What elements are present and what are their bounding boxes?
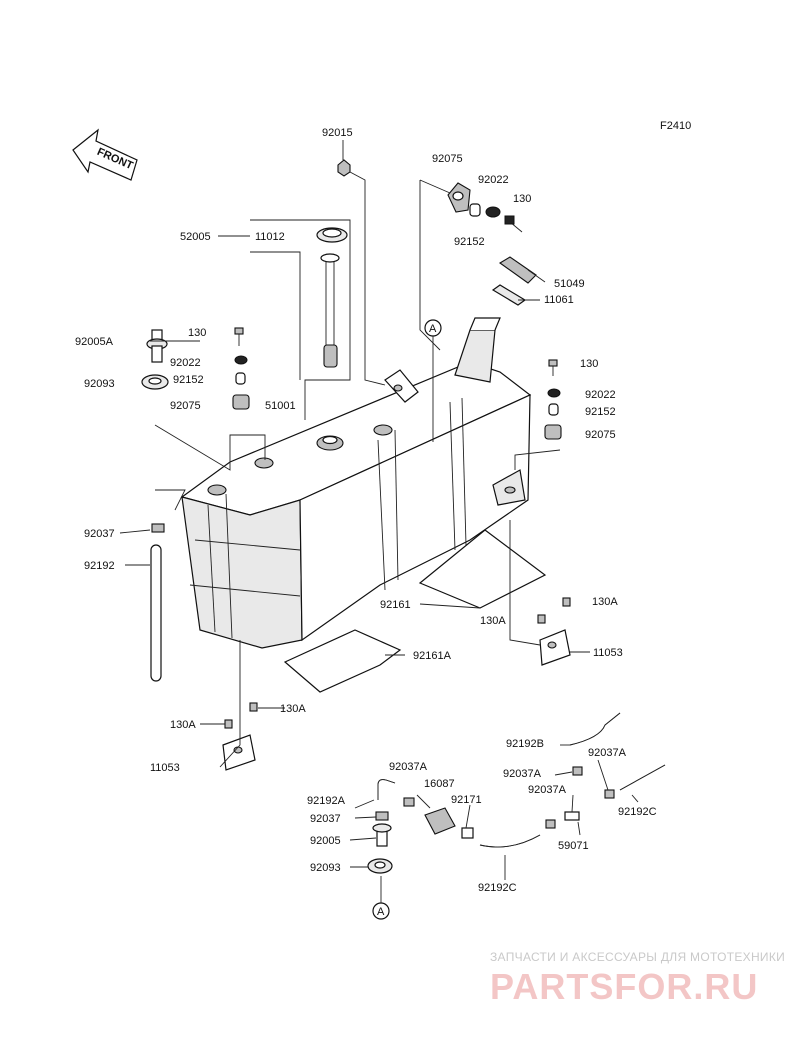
part-label: 92037A <box>528 784 567 796</box>
part-label: 92161 <box>380 599 411 611</box>
part-label: 92037A <box>503 768 542 780</box>
pad-92161 <box>418 529 547 609</box>
part-label: 92093 <box>84 378 115 390</box>
bolt-icon <box>337 159 351 177</box>
part-label: 130A <box>480 615 506 627</box>
part-label: 92093 <box>310 862 341 874</box>
part-label: 11053 <box>150 762 180 774</box>
top-mount-hardware <box>447 182 523 233</box>
left-hose <box>150 523 165 682</box>
part-label: 92192A <box>307 795 346 807</box>
fuel-line-assembly <box>367 712 666 874</box>
part-label: 51049 <box>554 278 585 290</box>
part-label: 92022 <box>478 174 509 186</box>
pad-92161A <box>283 629 402 693</box>
part-label: 92037A <box>389 761 428 773</box>
part-label: 130 <box>580 358 598 370</box>
part-label: 92152 <box>454 236 485 248</box>
figure-code: F2410 <box>660 120 691 132</box>
part-label: 59071 <box>558 840 589 852</box>
part-label: 92022 <box>585 389 616 401</box>
part-label: 130 <box>188 327 206 339</box>
ref-callout-a-bottom: A <box>372 876 390 920</box>
part-label: 92075 <box>170 400 201 412</box>
part-label: 92075 <box>585 429 616 441</box>
ref-callout-a-top: A <box>424 319 442 442</box>
part-label: 92015 <box>322 127 353 139</box>
part-label: 92192C <box>478 882 517 894</box>
part-label: 92037A <box>588 747 627 759</box>
part-label: 11061 <box>544 294 574 306</box>
fuel-gauge-assembly <box>316 227 348 368</box>
part-label: 92037 <box>84 528 115 540</box>
bracket-left <box>222 702 258 771</box>
part-label: 92192B <box>506 738 544 750</box>
leader-lines <box>119 140 639 880</box>
front-arrow-icon: FRONT <box>72 128 138 181</box>
part-label: 92075 <box>432 153 463 165</box>
part-label: 11053 <box>593 647 623 659</box>
part-label: 130A <box>592 596 618 608</box>
bracket-right <box>537 597 571 666</box>
part-label: 51001 <box>265 400 296 412</box>
part-label: 52005 <box>180 231 211 243</box>
rubber-pads <box>491 256 537 306</box>
part-label: 130A <box>280 703 306 715</box>
part-label: 92152 <box>173 374 204 386</box>
fuel-tank <box>180 317 532 649</box>
svg-text:A: A <box>429 323 437 335</box>
watermark-tagline: ЗАПЧАСТИ И АКСЕССУАРЫ ДЛЯ МОТОТЕХНИКИ <box>490 950 786 964</box>
part-label: 92192C <box>618 806 657 818</box>
part-label: 16087 <box>424 778 455 790</box>
left-hardware <box>141 327 250 410</box>
part-label: 11012 <box>255 231 285 243</box>
part-label: 92022 <box>170 357 201 369</box>
part-label: 92005 <box>310 835 341 847</box>
part-label: 92152 <box>585 406 616 418</box>
part-label: 92192 <box>84 560 115 572</box>
watermark-logo: PARTSFOR.RU <box>490 966 759 1007</box>
part-label: 92161A <box>413 650 452 662</box>
part-label: 92037 <box>310 813 341 825</box>
part-labels: 92015 92075 92022 130 92152 52005 11012 … <box>75 127 657 894</box>
part-label: 92171 <box>451 794 482 806</box>
part-label: 130A <box>170 719 196 731</box>
right-hardware <box>544 359 562 440</box>
part-label: 92005A <box>75 336 114 348</box>
part-label: 130 <box>513 193 531 205</box>
svg-text:A: A <box>377 906 385 918</box>
